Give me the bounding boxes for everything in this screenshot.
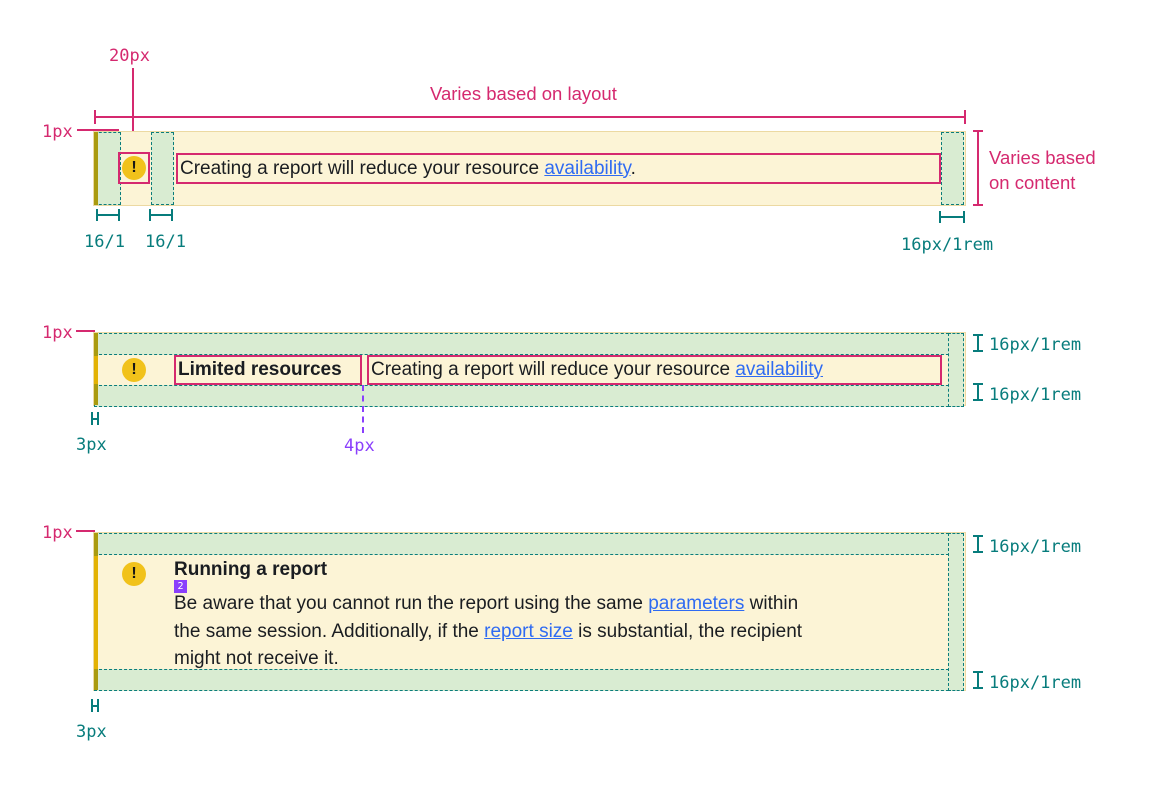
measure-line-width <box>94 116 966 118</box>
notification-multiline: ! Running a report 2 Be aware that you c… <box>93 532 966 691</box>
measure-line-1px-b <box>76 330 95 332</box>
warning-icon: ! <box>122 156 146 180</box>
measure-label-1px-b: 1px <box>42 323 73 343</box>
title-measure-box: Limited resources <box>174 355 362 385</box>
padding-overlay-left-outer <box>94 132 121 205</box>
notification-text: Creating a report will reduce your resou… <box>371 359 823 381</box>
bracket-16-right <box>939 211 965 223</box>
measure-label-varies-content-1: Varies based <box>989 147 1096 168</box>
measure-label-4px: 4px <box>344 436 375 456</box>
notification-body: Be aware that you cannot run the report … <box>174 590 802 673</box>
line2-post: is substantial, the recipient <box>572 620 803 642</box>
padding-overlay-top <box>94 333 964 355</box>
body-measure-box: Creating a report will reduce your resou… <box>367 355 942 385</box>
measure-label-16px-top-b: 16px/1rem <box>989 537 1082 557</box>
measure-line-4px <box>362 385 364 433</box>
line1-pre: Be aware that you cannot run the report … <box>174 593 649 614</box>
notification-title: Limited resources <box>178 359 342 380</box>
measure-line-1px-a <box>77 129 119 131</box>
measure-label-16-1-b: 16/1 <box>145 232 186 252</box>
body-line-2: the same session. Additionally, if the r… <box>174 618 802 646</box>
bracket-varies-content <box>973 130 983 206</box>
padding-overlay-bottom <box>94 385 964 407</box>
measure-line-20px <box>132 68 134 153</box>
measure-label-1px-a: 1px <box>42 122 73 142</box>
measure-line-1px-c <box>76 530 95 532</box>
notification-text-pre: Creating a report will reduce your resou… <box>180 157 545 179</box>
icon-measure-box: ! <box>118 152 150 184</box>
availability-link[interactable]: availability <box>544 157 631 179</box>
padding-overlay-left-inner <box>151 132 174 205</box>
padding-overlay-right <box>948 533 964 691</box>
measure-label-20px: 20px <box>109 46 150 66</box>
measure-label-16px-bottom-b: 16px/1rem <box>989 673 1082 693</box>
measure-label-16px-right: 16px/1rem <box>901 235 994 255</box>
notification-text-pre: Creating a report will reduce your resou… <box>371 359 736 380</box>
text-measure-box: Creating a report will reduce your resou… <box>176 153 941 184</box>
ibeam-bottom-padding-b <box>973 671 983 689</box>
measure-label-16px-top-a: 16px/1rem <box>989 335 1082 355</box>
measure-label-3px-b: 3px <box>76 722 107 742</box>
notification-text: Creating a report will reduce your resou… <box>180 158 636 180</box>
warning-icon: ! <box>122 562 146 586</box>
measure-label-16-1-a: 16/1 <box>84 232 125 252</box>
measure-label-3px-a: 3px <box>76 435 107 455</box>
measure-label-varies-layout: Varies based on layout <box>430 83 617 104</box>
notification-title: Running a report <box>174 559 328 580</box>
availability-link[interactable]: availability <box>735 359 823 380</box>
line1-post: within <box>744 593 799 614</box>
notification-text-post: . <box>630 157 636 179</box>
bracket-16-inner <box>149 209 173 221</box>
warning-icon: ! <box>122 358 146 382</box>
padding-overlay-right <box>948 333 964 407</box>
notification-left-border <box>94 333 98 405</box>
measure-tick-right <box>964 110 966 124</box>
bracket-3px-a <box>91 412 99 425</box>
padding-overlay-right <box>941 132 964 205</box>
notification-left-border <box>94 533 98 690</box>
notification-left-border <box>94 132 98 205</box>
ibeam-top-padding-b <box>973 535 983 553</box>
parameters-link[interactable]: parameters <box>648 593 745 614</box>
bracket-3px-b <box>91 699 99 712</box>
annotation-badge-2: 2 <box>174 580 187 593</box>
ibeam-bottom-padding-a <box>973 383 983 401</box>
notification-inline: ! Creating a report will reduce your res… <box>93 131 966 206</box>
padding-overlay-top <box>94 533 964 555</box>
report-size-link[interactable]: report size <box>484 620 573 642</box>
notification-inline-with-title: ! Limited resources Creating a report wi… <box>93 332 966 407</box>
ibeam-top-padding-a <box>973 334 983 352</box>
line2-pre: the same session. Additionally, if the <box>174 620 485 642</box>
body-line-1: Be aware that you cannot run the report … <box>174 590 802 618</box>
measure-label-16px-bottom-a: 16px/1rem <box>989 385 1082 405</box>
measure-tick-left <box>94 110 96 124</box>
measure-label-1px-c: 1px <box>42 523 73 543</box>
measure-label-varies-content-2: on content <box>989 172 1076 193</box>
body-line-3: might not receive it. <box>174 648 339 669</box>
bracket-16-outer <box>96 209 120 221</box>
